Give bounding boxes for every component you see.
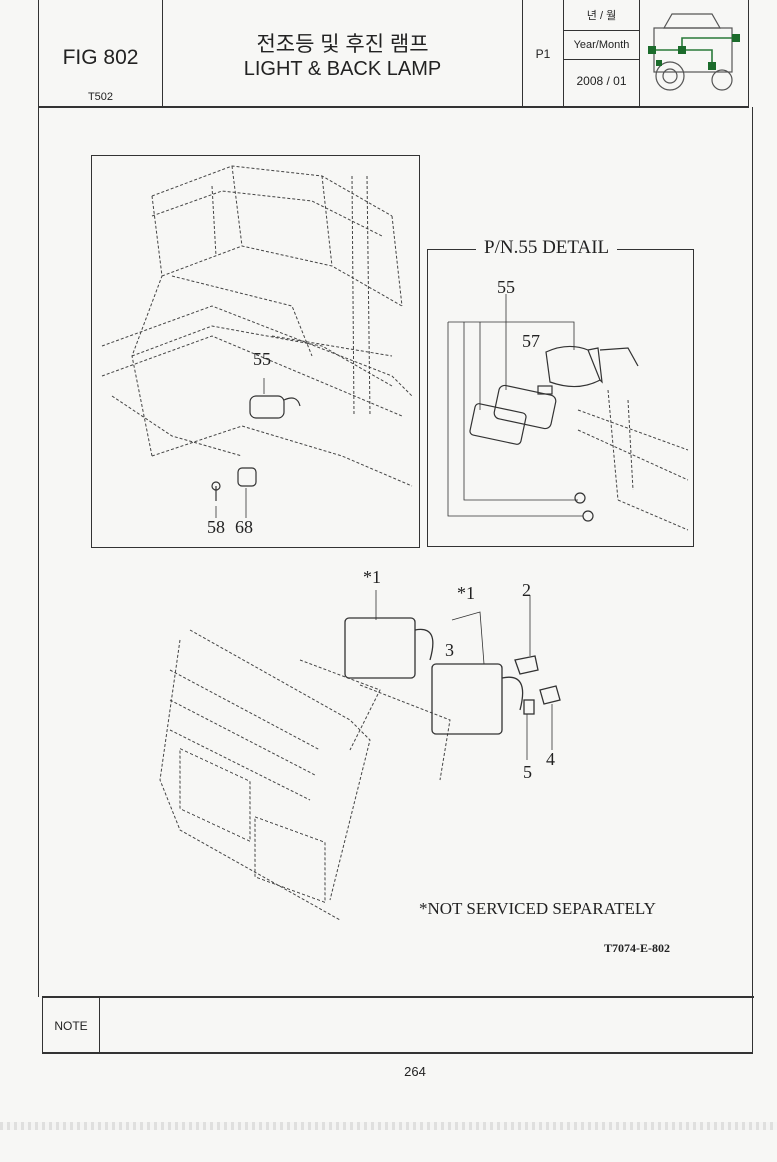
callout-55-detail: 55 [497,277,515,297]
figure-code: T502 [87,91,114,103]
cab-frame-illustration [91,155,420,548]
scan-edge [0,1122,777,1130]
page-number: 264 [404,1063,426,1079]
title-english: LIGHT & BACK LAMP [243,57,442,80]
page-label: P1 [535,47,551,61]
note-label: NOTE [54,1019,88,1033]
callout-star1-left: *1 [363,567,381,587]
footnote: *NOT SERVICED SEPARATELY [419,899,656,918]
callout-55-main: 55 [253,349,271,369]
callout-57: 57 [522,331,540,351]
title-korean: 전조등 및 후진 램프 [256,33,429,56]
headlight-assembly-drawing [159,590,561,921]
drawing-number: T7074-E-802 [604,941,670,955]
callout-68: 68 [235,517,253,537]
cab-frame-drawing [101,165,413,518]
callout-2: 2 [522,580,531,600]
detail-drawing [447,294,689,531]
callout-5: 5 [523,762,532,782]
callout-star1-right: *1 [457,583,475,603]
tractor-icon [648,13,740,91]
date-label-english: Year/Month [573,39,630,51]
figure-number: FIG 802 [62,46,139,69]
callout-3: 3 [445,640,454,660]
detail-title: P/N.55 DETAIL [476,237,618,259]
date-value: 2008 / 01 [576,74,627,88]
date-label-korean: 년 / 월 [586,10,617,22]
callout-4: 4 [546,749,555,769]
callout-58: 58 [207,517,225,537]
